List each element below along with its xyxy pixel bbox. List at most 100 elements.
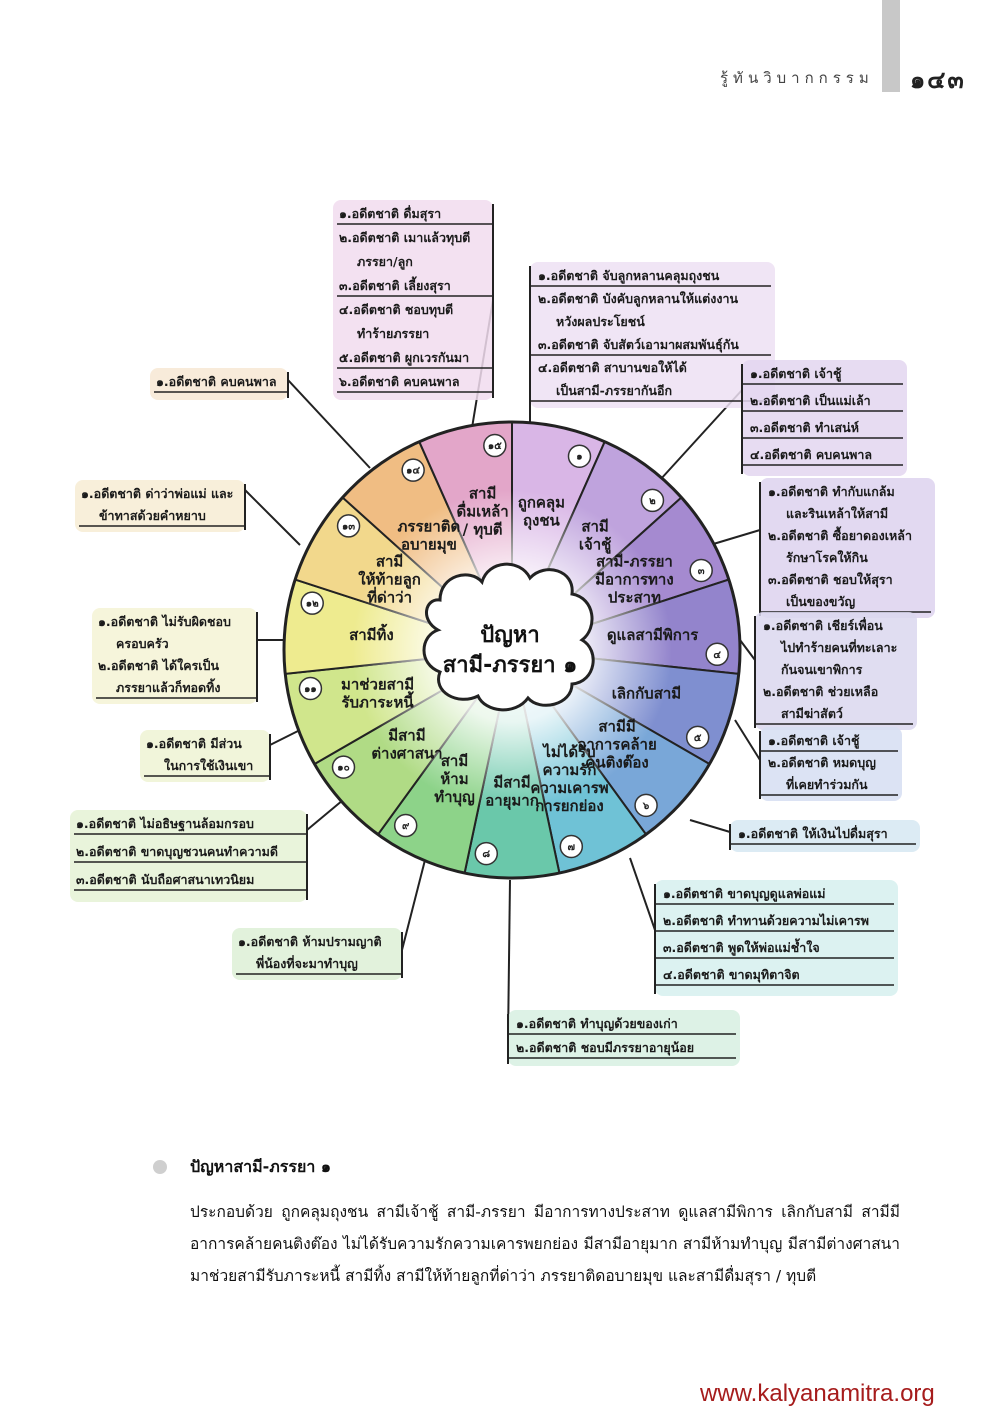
segment-number-badge-4 xyxy=(705,642,729,667)
header-decor-bar xyxy=(882,0,900,92)
section-body: ประกอบด้วย ถูกคลุมถุงชน สามีเจ้าชู้ สามี… xyxy=(190,1203,900,1285)
callout-line: ๒.อดีตชาติ ขาดบุญชวนคนทำความดี xyxy=(76,844,278,860)
callout-line: ข้าทาสด้วยคำหยาบ xyxy=(99,508,206,523)
callout-line: ๓.อดีตชาติ เลี้ยงสุรา xyxy=(339,276,451,294)
callout-line: หวังผลประโยชน์ xyxy=(556,314,645,329)
callout-line: ไปทำร้ายคนที่ทะเลาะ xyxy=(779,639,897,655)
segment-label-8: มีสามีอายุมาก xyxy=(485,773,539,810)
callout-line: ที่เคยทำร่วมกัน xyxy=(786,776,868,792)
segment-number-badge-6 xyxy=(634,793,658,818)
segment-number-badge-10 xyxy=(331,755,356,779)
segment-label-9: สามีห้ามทำบุญ xyxy=(434,752,475,807)
segment-number-15: ๑๕ xyxy=(488,441,502,452)
segment-label-13: สามีให้ท้ายลูกที่ด่าว่า xyxy=(358,552,421,606)
segment-label-1: ถูกคลุมถุงชน xyxy=(518,494,565,531)
segment-label-5: เลิกกับสามี xyxy=(612,685,681,703)
segment-label-6: สามีมีอาการคล้ายคนติงต๊อง xyxy=(577,718,656,772)
callout-line: ครอบครัว xyxy=(116,636,169,651)
connector-line xyxy=(244,489,301,546)
callout-line: ๑.อดีตชาติ ไม่รับผิดชอบ xyxy=(98,614,231,629)
segment-number-badge-5 xyxy=(685,725,710,750)
callout-line: ๓.อดีตชาติ ชอบให้สุรา xyxy=(768,572,893,588)
callout-line: ๔.อดีตชาติ คบคนพาล xyxy=(750,447,872,462)
connector-line xyxy=(689,819,731,833)
section-bullet xyxy=(153,1160,167,1174)
connector-line xyxy=(287,379,371,469)
callout-line: ๓.อดีตชาติ จับสัตว์เอามาผสมพันธุ์กัน xyxy=(538,337,739,353)
callout-line: ๑.อดีตชาติ ขาดบุญดูแลพ่อแม่ xyxy=(663,886,826,902)
callout-line: ๒.อดีตชาติ ทำทานด้วยความไม่เคารพ xyxy=(663,913,869,928)
callout-line: เป็นของขวัญ xyxy=(786,594,855,609)
callout-line: ๑.อดีตชาติ ทำบุญด้วยของเก่า xyxy=(516,1016,678,1032)
segment-number-10: ๑๐ xyxy=(337,763,349,774)
callout-line: รักษาโรคให้กิน xyxy=(786,550,868,565)
segment-number-13: ๑๓ xyxy=(342,521,355,532)
segment-number-badge-9 xyxy=(393,813,418,838)
segment-label-11: มาช่วยสามีรับภาระหนี้ xyxy=(341,676,414,712)
callout-line: ๑.อดีตชาติ จับลูกหลานคลุมถุงชน xyxy=(538,268,720,284)
callout-line: ๒.อดีตชาติ ชอบมีภรรยาอายุน้อย xyxy=(516,1040,694,1056)
callout-segment-14: ๑.อดีตชาติ คบคนพาล xyxy=(150,368,289,400)
callout-line: ๒.อดีตชาติ ช่วยเหลือ xyxy=(763,684,878,699)
segment-number-7: ๗ xyxy=(568,842,576,853)
segment-number-5: ๕ xyxy=(694,733,702,744)
segment-number-3: ๓ xyxy=(698,566,705,577)
segment-number-badge-7 xyxy=(559,834,584,859)
center-title-line2: สามี-ภรรยา ๑ xyxy=(443,653,577,678)
callout-segment-7: ๑.อดีตชาติ ขาดบุญดูแลพ่อแม่๒.อดีตชาติ ทำ… xyxy=(654,880,898,996)
callout-line: ๑.อดีตชาติ ดื่มสุรา xyxy=(339,205,441,222)
callout-line: และรินเหล้าให้สามี xyxy=(786,506,888,521)
callout-line: ๑.อดีตชาติ ให้เงินไปดื่มสุรา xyxy=(738,825,888,842)
callout-line: ๑.อดีตชาติ เชียร์เพื่อน xyxy=(763,617,883,633)
segment-label-12: สามีทิ้ง xyxy=(349,623,394,644)
callout-line: เป็นสามี-ภรรยากันอีก xyxy=(556,383,672,398)
segment-number-badge-3 xyxy=(689,558,713,583)
callout-line: ในการใช้เงินเขา xyxy=(164,758,253,773)
segment-number-2: ๒ xyxy=(649,496,656,507)
page-number: ๑๔๓ xyxy=(910,66,966,94)
segment-number-badge-12 xyxy=(300,591,324,615)
segment-label-15: สามีดื่มเหล้า/ ทุบตี xyxy=(456,485,508,540)
callout-line: ๓.อดีตชาติ นับถือศาสนาเทวนิยม xyxy=(76,872,254,887)
segment-number-badge-1 xyxy=(567,444,592,468)
callout-line: ๑.อดีตชาติ มีส่วน xyxy=(146,736,242,751)
callout-segment-4: ๑.อดีตชาติ เชียร์เพื่อนไปทำร้ายคนที่ทะเล… xyxy=(754,612,917,730)
section-title: ปัญหาสามี-ภรรยา ๑ xyxy=(190,1157,332,1176)
callout-segment-8: ๑.อดีตชาติ ทำบุญด้วยของเก่า๒.อดีตชาติ ชอ… xyxy=(507,1010,740,1066)
segment-label-2: สามีเจ้าชู้ xyxy=(579,518,612,555)
callout-line: ๑.อดีตชาติ เจ้าชู้ xyxy=(768,733,860,749)
callout-line: ๒.อดีตชาติ ซื้อยาดองเหล้า xyxy=(768,526,912,543)
segment-number-11: ๑๑ xyxy=(304,684,317,695)
center-title-line1: ปัญหา xyxy=(480,623,540,648)
callout-segment-9: ๑.อดีตชาติ ห้ามปรามญาติพี่น้องที่จะมาทำบ… xyxy=(232,928,403,980)
segment-number-badge-11 xyxy=(298,676,323,701)
center-cloud-shape xyxy=(422,562,595,712)
callout-line: ๒.อดีตชาติ บังคับลูกหลานให้แต่งงาน xyxy=(538,291,738,307)
connector-line xyxy=(734,719,761,761)
footer-url: www.kalyanamitra.org xyxy=(700,1380,935,1407)
segment-number-badge-8 xyxy=(474,841,499,866)
callout-line: ๑.อดีตชาติ ด่าว่าพ่อแม่ และ xyxy=(81,486,233,501)
karma-wheel-diagram: ๑.อดีตชาติ ดื่มสุรา๒.อดีตชาติ เมาแล้วทุบ… xyxy=(70,200,935,1066)
callout-segment-5: ๑.อดีตชาติ เจ้าชู้๒.อดีตชาติ หมดบุญที่เค… xyxy=(759,727,902,801)
callout-line: ๑.อดีตชาติ คบคนพาล xyxy=(156,374,277,389)
connector-line xyxy=(269,729,301,746)
callout-segment-6: ๑.อดีตชาติ ให้เงินไปดื่มสุรา xyxy=(729,820,920,852)
callout-line: ๒.อดีตชาติ เมาแล้วทุบตี xyxy=(339,230,470,246)
segment-number-8: ๘ xyxy=(482,849,490,860)
callout-line: ภรรยาแล้วก็ทอดทิ้ง xyxy=(116,678,221,695)
callout-line: ๑.อดีตชาติ ทำกับแกล้ม xyxy=(768,484,895,499)
segment-number-9: ๙ xyxy=(402,821,410,832)
connector-line xyxy=(507,879,511,1041)
connector-line xyxy=(629,857,656,931)
book-title: รู้ทันวิบากกรรม xyxy=(720,69,874,87)
callout-line: ๓.อดีตชาติ พูดให้พ่อแม่ช้ำใจ xyxy=(663,938,820,956)
callout-line: ๔.อดีตชาติ ชอบทุบตี xyxy=(339,302,453,318)
segment-label-3: สามี-ภรรยามีอาการทางประสาท xyxy=(595,552,674,606)
callout-segment-3: ๑.อดีตชาติ ทำกับแกล้มและรินเหล้าให้สามี๒… xyxy=(759,478,935,618)
callout-line: ๕.อดีตชาติ ผูกเวรกันมา xyxy=(339,350,469,366)
callout-line: ๑.อดีตชาติ ไม่อธิษฐานล้อมกรอบ xyxy=(76,816,254,832)
connector-line xyxy=(739,639,756,661)
segment-label-7: ไม่ได้รับความรักความเคารพการยกย่อง xyxy=(530,742,608,815)
